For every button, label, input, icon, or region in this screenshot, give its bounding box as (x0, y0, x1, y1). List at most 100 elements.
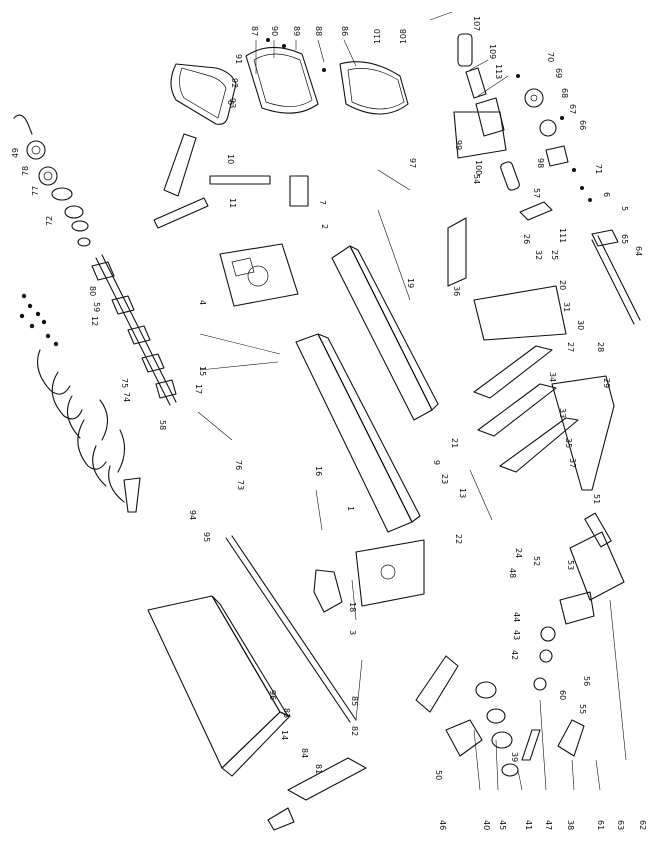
part-label: 61 (596, 820, 605, 830)
part-label: 44 (512, 612, 521, 622)
part-label: 22 (454, 534, 463, 544)
part-label: 58 (158, 420, 167, 430)
part-label: 40 (482, 820, 491, 830)
upper-brackets (153, 133, 309, 229)
part-label: 98 (536, 158, 545, 168)
part-label: 47 (544, 820, 553, 830)
part-label: 94 (188, 510, 197, 520)
part-label: 4 (198, 300, 207, 305)
part-label: 85 (350, 696, 359, 706)
part-label: 19 (406, 278, 415, 288)
chain-and-cover (170, 38, 409, 125)
part-label: 36 (452, 286, 461, 296)
part-label: 100 (474, 160, 483, 175)
part-label: 99 (454, 140, 463, 150)
part-label: 72 (45, 216, 54, 226)
part-label: 80 (88, 286, 97, 296)
part-label: 53 (566, 560, 575, 570)
part-label: 41 (524, 820, 533, 830)
part-label: 57 (532, 188, 541, 198)
part-label: 26 (522, 234, 531, 244)
part-label: 70 (546, 52, 555, 62)
part-label: 65 (620, 234, 629, 244)
part-label: 13 (458, 488, 467, 498)
part-label: 14 (280, 730, 289, 740)
part-label: 113 (494, 64, 503, 79)
part-label: 107 (472, 16, 481, 31)
part-label: 69 (554, 68, 563, 78)
part-label: 48 (508, 568, 517, 578)
part-label: 91 (234, 54, 243, 64)
part-label: 108 (399, 29, 408, 44)
part-label: 110 (373, 29, 382, 44)
part-label: 63 (616, 820, 625, 830)
part-label: 42 (510, 650, 519, 660)
part-label: 96 (268, 690, 277, 700)
part-label: 20 (558, 280, 567, 290)
part-label: 51 (592, 494, 601, 504)
part-label: 90 (270, 26, 279, 36)
part-label: 50 (434, 770, 443, 780)
part-label: 43 (512, 630, 521, 640)
part-label: 2 (320, 224, 329, 229)
part-label: 81 (314, 764, 323, 774)
rear-shield (147, 535, 367, 831)
part-label: 93 (228, 98, 237, 108)
part-label: 95 (202, 532, 211, 542)
main-frame (295, 245, 439, 533)
part-label: 45 (498, 820, 507, 830)
part-label: 46 (438, 820, 447, 830)
part-label: 11 (228, 198, 237, 208)
part-label: 21 (450, 438, 459, 448)
part-label: 54 (472, 174, 481, 184)
part-label: 9 (432, 460, 441, 465)
part-label: 31 (562, 302, 571, 312)
part-label: 24 (514, 548, 523, 558)
part-label: 109 (488, 44, 497, 59)
part-label: 59 (92, 302, 101, 312)
part-label: 52 (532, 556, 541, 566)
part-label: 18 (348, 602, 357, 612)
part-label: 62 (638, 820, 647, 830)
part-label: 84 (300, 748, 309, 758)
part-label: 89 (292, 26, 301, 36)
part-label: 55 (578, 704, 587, 714)
rotor-shaft-assembly (19, 254, 177, 513)
part-label: 10 (226, 154, 235, 164)
part-label: 32 (534, 250, 543, 260)
part-label: 23 (440, 474, 449, 484)
part-label: 33 (558, 408, 567, 418)
part-label: 67 (568, 104, 577, 114)
part-label: 60 (558, 690, 567, 700)
part-label: 5 (620, 206, 629, 211)
part-label: 27 (566, 342, 575, 352)
part-label: 37 (568, 458, 577, 468)
part-label: 64 (634, 246, 643, 256)
part-label: 30 (576, 320, 585, 330)
part-label: 86 (340, 26, 349, 36)
part-label: 38 (566, 820, 575, 830)
part-label: 12 (90, 316, 99, 326)
left-bearing-stack (13, 114, 91, 247)
part-label: 34 (548, 372, 557, 382)
part-label: 7 (318, 200, 327, 205)
part-label: 66 (578, 120, 587, 130)
bottom-gearbox (415, 512, 625, 777)
part-label: 29 (602, 378, 611, 388)
part-label: 78 (21, 166, 30, 176)
part-label: 17 (194, 384, 203, 394)
part-label: 111 (558, 228, 567, 243)
part-label: 73 (236, 480, 245, 490)
part-label: 6 (602, 192, 611, 197)
part-label: 74 (122, 392, 131, 402)
part-labels: 107 110 108 90 89 88 86 87 91 92 93 109 … (11, 16, 647, 830)
part-label: 82 (350, 726, 359, 736)
part-label: 75 (120, 378, 129, 388)
part-label: 88 (314, 26, 323, 36)
drive-shaft-assembly (453, 33, 592, 202)
part-label: 56 (582, 676, 591, 686)
part-label: 71 (594, 164, 603, 174)
part-label: 8 (226, 100, 235, 105)
part-label: 76 (234, 460, 243, 470)
